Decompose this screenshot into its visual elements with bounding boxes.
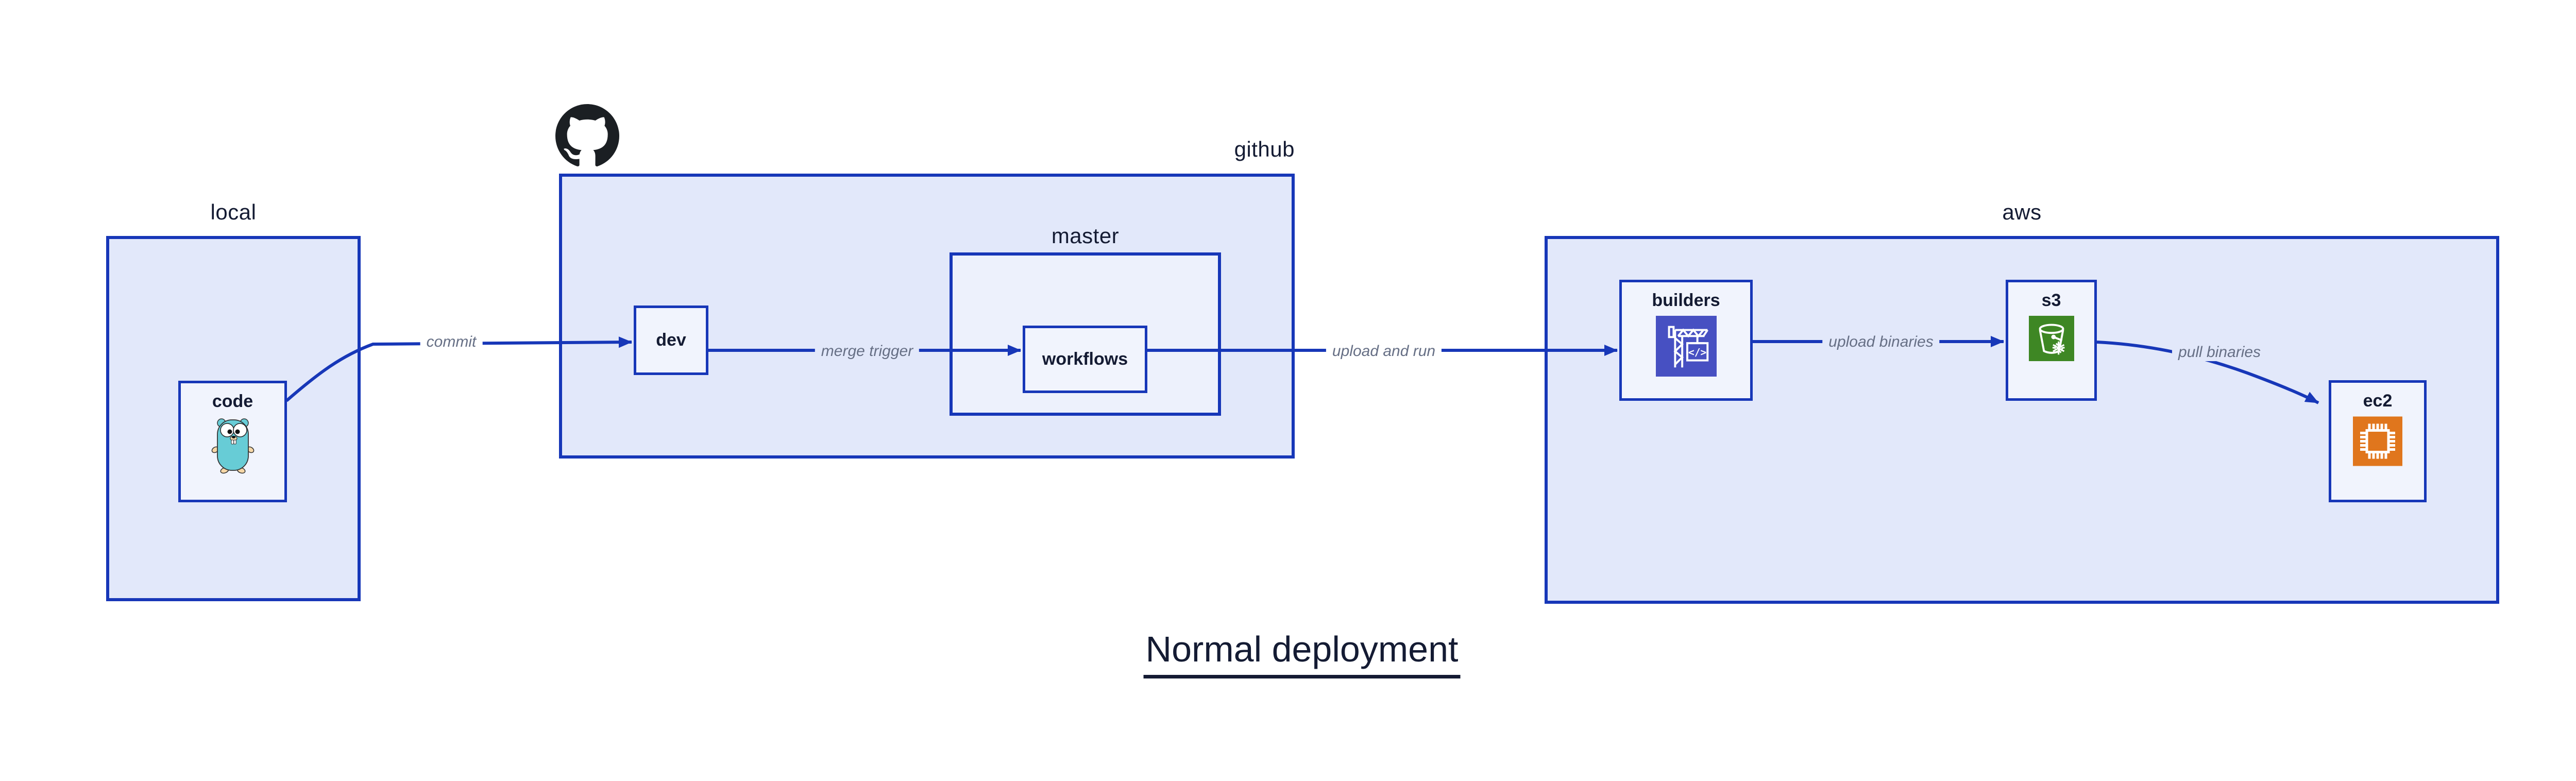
edge-label-merge-trigger: merge trigger <box>815 343 920 360</box>
node-label-code: code <box>212 392 253 411</box>
node-s3: s3 <box>2006 280 2097 401</box>
node-workflows: workflows <box>1023 326 1147 393</box>
node-label-builders: builders <box>1652 291 1720 310</box>
edge-label-commit: commit <box>420 333 483 351</box>
container-label-local: local <box>210 200 257 224</box>
s3-glacier-bucket-icon <box>2028 316 2074 361</box>
ec2-chip-icon <box>2353 416 2402 466</box>
github-octocat-logo <box>555 104 619 166</box>
node-label-dev: dev <box>656 330 686 350</box>
node-label-s3: s3 <box>2041 291 2061 310</box>
edge-label-pull-binaries: pull binaries <box>2172 344 2267 361</box>
container-label-github: github <box>1234 137 1295 161</box>
codebuild-crane-icon: </> <box>1655 316 1717 377</box>
node-label-ec2: ec2 <box>2363 391 2393 411</box>
node-builders: builders </> <box>1619 280 1753 401</box>
container-label-aws: aws <box>2002 200 2042 224</box>
node-label-workflows: workflows <box>1042 349 1128 369</box>
container-label-master: master <box>1051 224 1120 248</box>
edge-label-upload-binaries: upload binaries <box>1822 333 1940 351</box>
node-dev: dev <box>634 305 708 375</box>
diagram-title: Normal deployment <box>1143 629 1461 678</box>
node-ec2: ec2 <box>2329 380 2427 502</box>
svg-text:</>: </> <box>1688 347 1706 359</box>
edge-label-upload-and-run: upload and run <box>1326 343 1442 360</box>
go-gopher-icon <box>211 418 254 474</box>
node-code: code <box>178 381 287 502</box>
